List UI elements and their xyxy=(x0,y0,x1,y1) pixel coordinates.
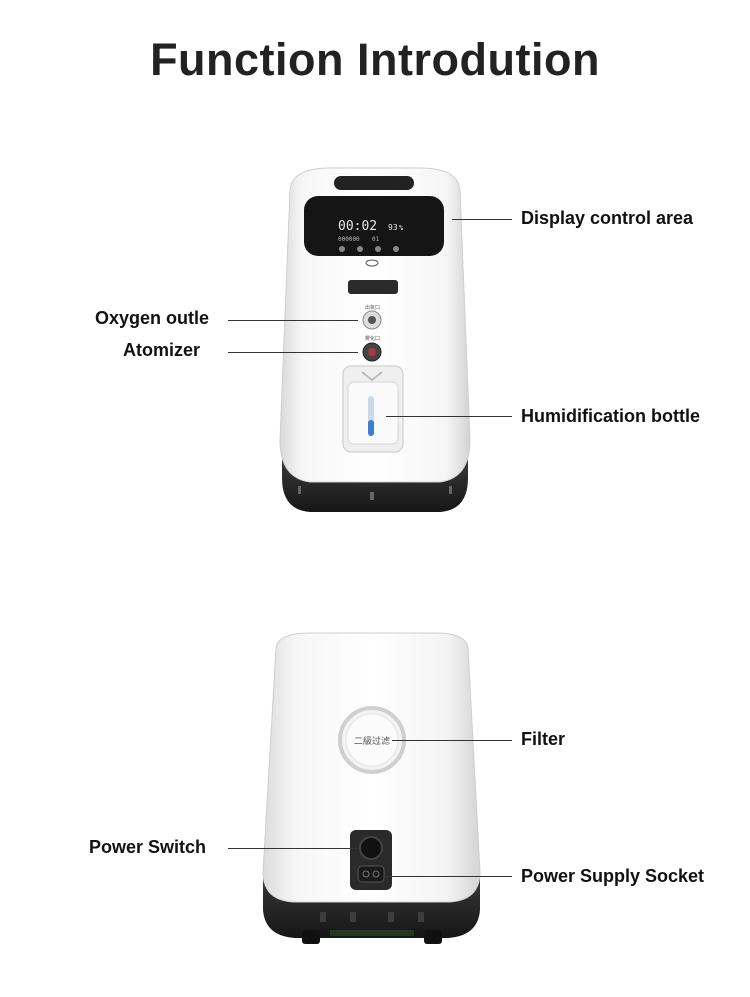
callout-line-power-socket xyxy=(384,876,512,877)
display-button xyxy=(339,246,345,252)
handle-slot xyxy=(334,176,414,190)
label-power-supply-socket: Power Supply Socket xyxy=(521,866,705,886)
page-title: Function Introdution xyxy=(150,34,600,85)
label-atomizer: Atomizer xyxy=(123,340,201,360)
label-filter: Filter xyxy=(521,729,566,749)
power-switch xyxy=(359,836,383,860)
display-button xyxy=(357,246,363,252)
display-flow: 93 xyxy=(388,223,398,232)
vent-slot xyxy=(348,280,398,294)
label-humidification-bottle: Humidification bottle xyxy=(521,406,700,426)
power-icon xyxy=(365,259,379,267)
callout-line-atomizer xyxy=(228,352,358,353)
power-socket xyxy=(357,865,385,883)
atomizer-marking: 雾化口 xyxy=(365,335,380,342)
callout-line-humidification xyxy=(386,416,512,417)
display-flow-unit: % xyxy=(399,224,404,232)
display-small-value: 01 xyxy=(372,236,380,243)
display-panel xyxy=(304,196,444,256)
callout-line-oxygen-outlet xyxy=(228,320,358,321)
callout-line-power-switch xyxy=(228,848,358,849)
label-power-switch: Power Switch xyxy=(89,837,207,857)
label-display-control-area: Display control area xyxy=(521,208,694,228)
display-time: 00:02 xyxy=(338,219,377,234)
filter-marking: 二級过滤 xyxy=(354,735,390,746)
outlet-marking: 出氧口 xyxy=(365,304,380,311)
display-button xyxy=(375,246,381,252)
callout-line-display xyxy=(452,219,512,220)
label-oxygen-outlet: Oxygen outle xyxy=(95,308,210,328)
display-button xyxy=(393,246,399,252)
callout-line-filter xyxy=(392,740,512,741)
display-secondary: 000000 xyxy=(338,236,360,243)
